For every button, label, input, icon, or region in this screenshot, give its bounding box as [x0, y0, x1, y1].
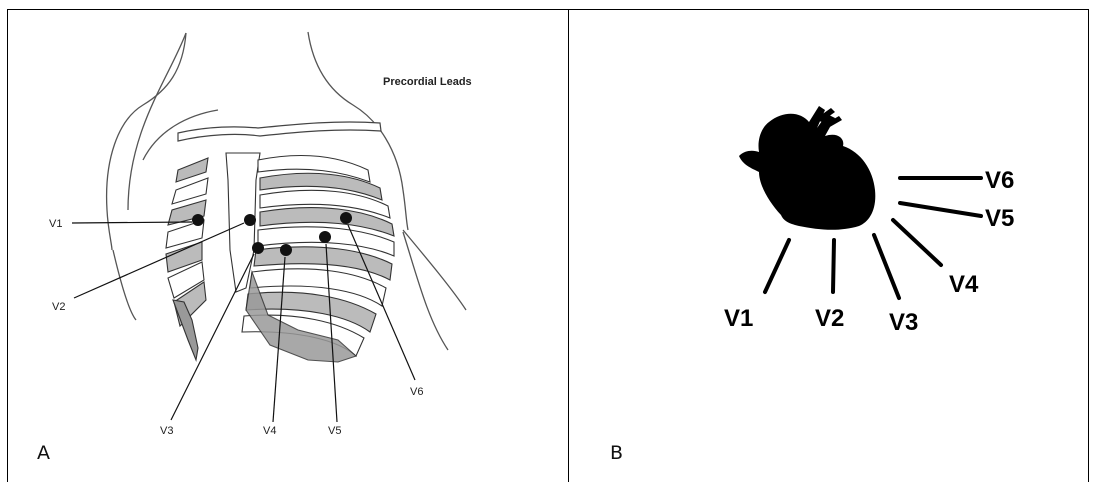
panel-label-b: B — [610, 442, 623, 464]
electrode-v2 — [244, 214, 256, 226]
heart-diagram: V1 V2 V3 V4 V5 V6 — [569, 10, 1088, 482]
clavicle — [178, 122, 381, 141]
panel-b: V1 V2 V3 V4 V5 V6 B — [569, 10, 1088, 482]
electrode-v1 — [192, 214, 204, 226]
electrode-v3 — [252, 242, 264, 254]
electrode-v4 — [280, 244, 292, 256]
label-v4: V4 — [949, 271, 979, 298]
label-v1: V1 — [724, 305, 753, 332]
label-v2: V2 — [815, 305, 844, 332]
label-v5: V5 — [985, 205, 1014, 232]
panel-a: Precordial Leads V1 V2 V3 V4 V5 V6 A — [8, 10, 568, 482]
panel-label-a: A — [37, 442, 50, 464]
label-v4: V4 — [263, 425, 276, 437]
electrode-v5 — [319, 231, 331, 243]
chest-illustration: Precordial Leads V1 V2 V3 V4 V5 V6 — [8, 10, 568, 482]
label-v6: V6 — [985, 167, 1014, 194]
label-v3: V3 — [160, 425, 173, 437]
electrode-v6 — [340, 212, 352, 224]
title-precordial-leads: Precordial Leads — [383, 76, 472, 88]
label-v3: V3 — [889, 309, 918, 336]
label-v5: V5 — [328, 425, 341, 437]
heart-silhouette — [739, 106, 875, 230]
label-v6: V6 — [410, 386, 423, 398]
label-v2: V2 — [52, 301, 65, 313]
label-v1: V1 — [49, 218, 62, 230]
